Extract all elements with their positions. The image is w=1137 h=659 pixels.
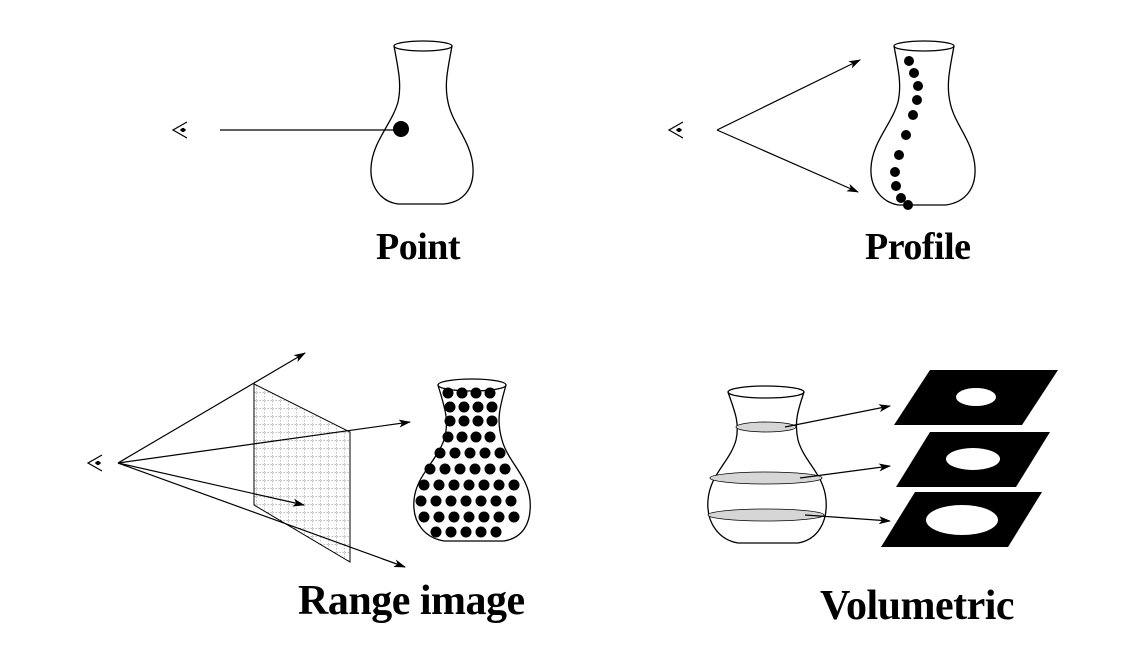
flask-icon [707, 391, 827, 544]
arrow-icon [804, 514, 891, 525]
slice-plane [894, 370, 1058, 425]
arrow-icon [117, 352, 306, 464]
flask-icon [870, 45, 976, 206]
caption-volumetric: Volumetric [820, 583, 1015, 629]
eye-icon [171, 121, 188, 139]
arrow-icon [716, 129, 859, 193]
eye-icon [667, 121, 684, 139]
slice-plane [881, 492, 1042, 547]
panel-volumetric [707, 370, 1058, 547]
arrow-icon [117, 462, 406, 568]
panel-point [171, 40, 474, 205]
caption-range-image: Range image [298, 578, 525, 624]
range-points [415, 387, 520, 538]
caption-point: Point [376, 226, 461, 268]
eye-icon [86, 454, 103, 472]
flask-rim [727, 385, 805, 399]
arrow-icon [799, 463, 891, 479]
arrow-icon [716, 59, 861, 131]
flask-icon [370, 45, 474, 205]
profile-points [890, 56, 923, 210]
flask-rim [393, 40, 453, 52]
sample-point [393, 121, 409, 137]
arrow-icon [784, 404, 891, 428]
flask-rim [893, 40, 955, 52]
panel-range-image [86, 352, 531, 568]
caption-profile: Profile [865, 226, 971, 268]
slice-icon [707, 508, 825, 522]
slice-plane [896, 432, 1050, 487]
arrow-icon [117, 462, 305, 507]
grid-icon [253, 383, 351, 563]
arrow-icon [117, 419, 411, 464]
panel-profile [667, 40, 976, 210]
slice-icon [709, 471, 823, 485]
slice-icon [735, 421, 797, 433]
